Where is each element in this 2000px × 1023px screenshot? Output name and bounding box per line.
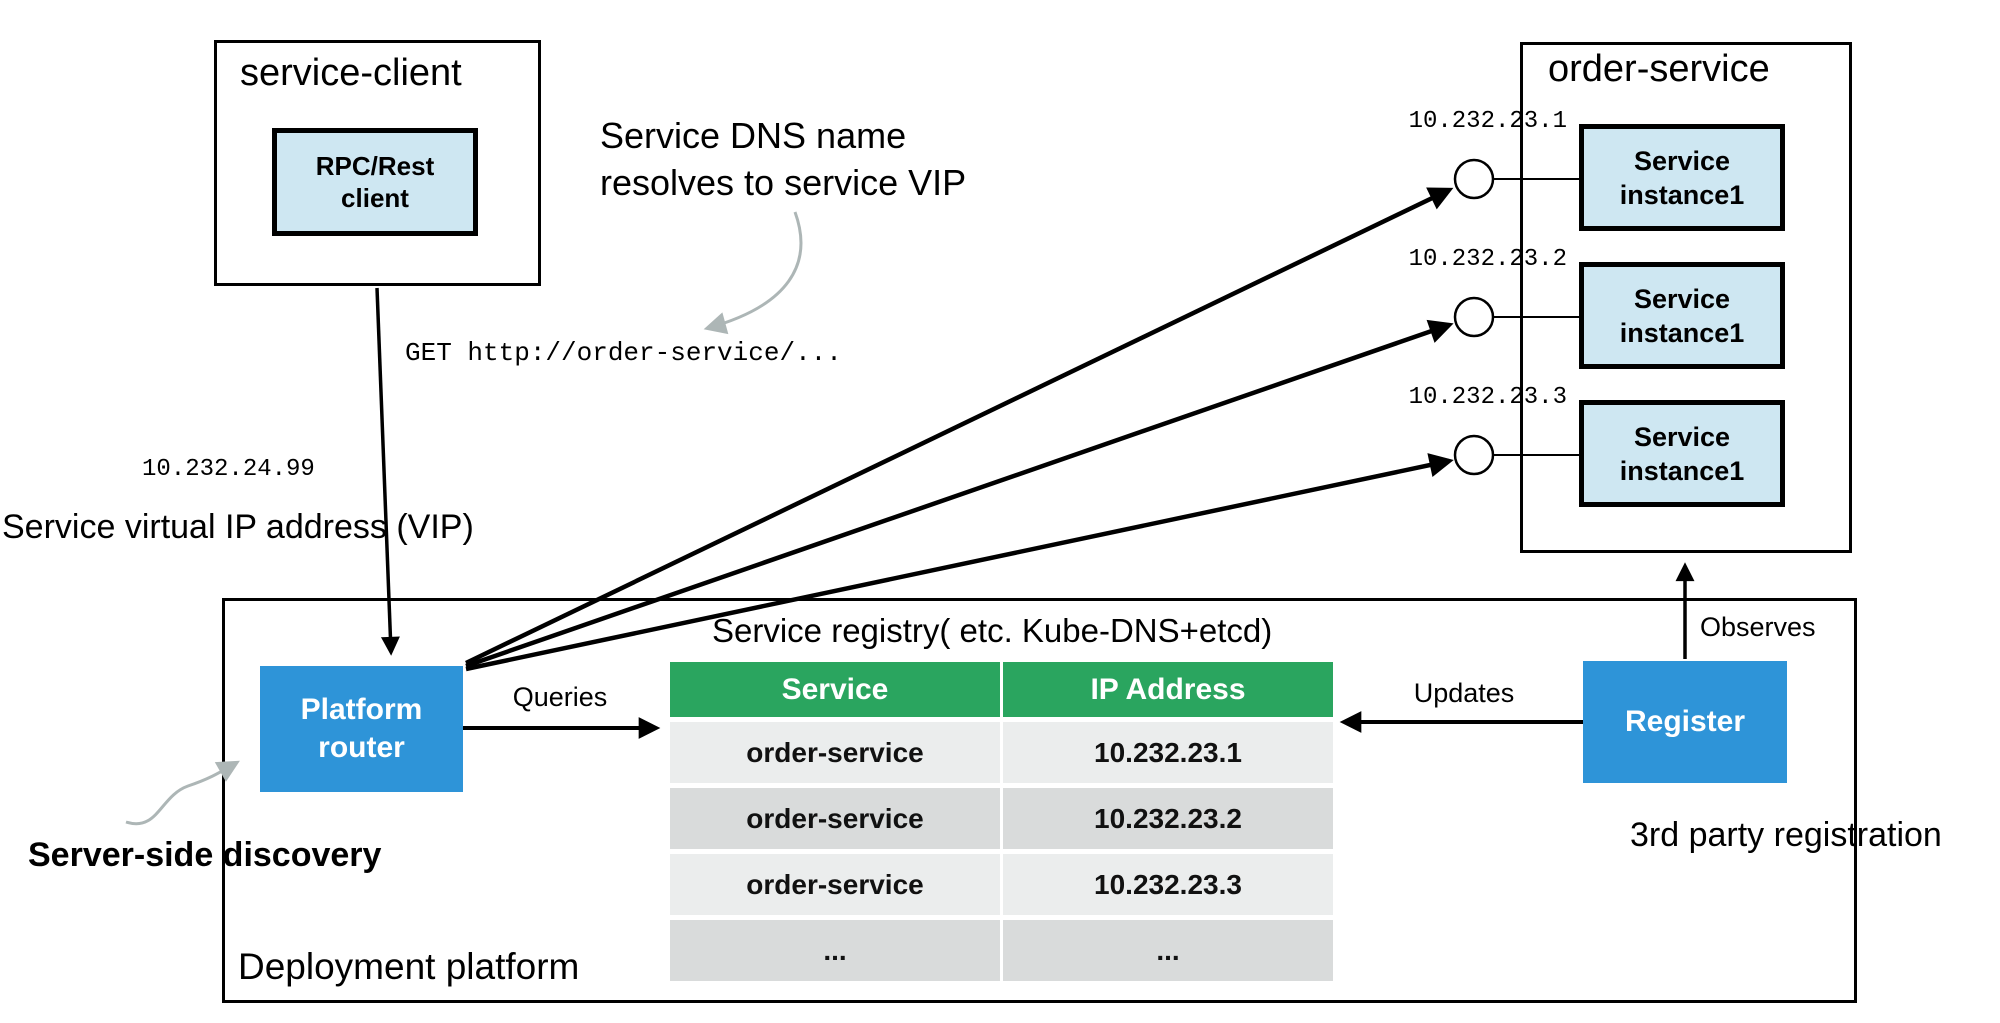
dns-note-line2: resolves to service VIP bbox=[600, 162, 967, 203]
service-instance-1-label-line2: instance1 bbox=[1619, 179, 1745, 210]
registry-column-header-service: Service bbox=[670, 662, 1000, 717]
service-registry-table: Service IP Address order-service 10.232.… bbox=[670, 662, 1333, 981]
vip-label: Service virtual IP address (VIP) bbox=[2, 508, 474, 546]
instance-endpoint-circle-3 bbox=[1453, 434, 1495, 476]
registry-cell-service: ... bbox=[670, 920, 1000, 981]
registry-cell-ip: ... bbox=[1003, 920, 1333, 981]
router-to-instance-1-arrow bbox=[465, 187, 1454, 666]
registry-cell-service: order-service bbox=[670, 854, 1000, 915]
registry-row-4: ... ... bbox=[670, 920, 1333, 981]
service-instance-1-label-line1: Service bbox=[1633, 145, 1731, 176]
dns-note: Service DNS name resolves to service VIP bbox=[600, 112, 966, 206]
discovery-pointer-curved-arrow bbox=[125, 760, 240, 826]
registry-row-1: order-service 10.232.23.1 bbox=[670, 722, 1333, 783]
service-instance-3-label-line1: Service bbox=[1633, 421, 1731, 452]
platform-router-label-line1: Platform bbox=[300, 693, 423, 726]
dns-note-line1: Service DNS name bbox=[600, 115, 907, 156]
vip-ip-text: 10.232.24.99 bbox=[142, 456, 315, 483]
queries-label: Queries bbox=[512, 682, 608, 712]
register-box: Register bbox=[1583, 661, 1787, 783]
instance-endpoint-circle-1 bbox=[1453, 158, 1495, 200]
service-client-label: service-client bbox=[240, 52, 462, 94]
observes-label: Observes bbox=[1700, 612, 1816, 642]
service-registry-title: Service registry( etc. Kube-DNS+etcd) bbox=[712, 612, 1273, 649]
register-label: Register bbox=[1624, 705, 1746, 738]
registry-column-header-ip: IP Address bbox=[1003, 662, 1333, 717]
server-side-discovery-label: Server-side discovery bbox=[28, 836, 382, 874]
registry-cell-service: order-service bbox=[670, 788, 1000, 849]
get-request-text: GET http://order-service/... bbox=[405, 338, 842, 368]
instance-ip-label-3: 10.232.23.3 bbox=[1408, 384, 1567, 411]
service-instance-box-1: Service instance1 bbox=[1579, 124, 1785, 231]
platform-router-label-line2: router bbox=[318, 731, 405, 764]
instance-ip-label-2: 10.232.23.2 bbox=[1408, 246, 1567, 273]
rpc-rest-client-box: RPC/Rest client bbox=[272, 128, 478, 236]
dns-resolve-curved-arrow bbox=[703, 211, 803, 335]
service-instance-3-label-line2: instance1 bbox=[1619, 455, 1745, 486]
third-party-registration-label: 3rd party registration bbox=[1630, 816, 1942, 854]
order-service-label: order-service bbox=[1548, 48, 1770, 90]
instance-endpoint-circle-2 bbox=[1453, 296, 1495, 338]
rpc-rest-client-label-line2: client bbox=[341, 183, 409, 213]
deployment-platform-label: Deployment platform bbox=[238, 946, 580, 987]
service-instance-box-2: Service instance1 bbox=[1579, 262, 1785, 369]
updates-label: Updates bbox=[1413, 678, 1515, 708]
registry-row-2: order-service 10.232.23.2 bbox=[670, 788, 1333, 849]
service-instance-box-3: Service instance1 bbox=[1579, 400, 1785, 507]
registry-cell-ip: 10.232.23.1 bbox=[1003, 722, 1333, 783]
service-instance-2-label-line2: instance1 bbox=[1619, 317, 1745, 348]
service-instance-2-label-line1: Service bbox=[1633, 283, 1731, 314]
registry-cell-service: order-service bbox=[670, 722, 1000, 783]
registry-cell-ip: 10.232.23.3 bbox=[1003, 854, 1333, 915]
instance-ip-label-1: 10.232.23.1 bbox=[1408, 108, 1567, 135]
registry-row-3: order-service 10.232.23.3 bbox=[670, 854, 1333, 915]
registry-header-row: Service IP Address bbox=[670, 662, 1333, 717]
platform-router-box: Platform router bbox=[260, 666, 463, 792]
rpc-rest-client-label-line1: RPC/Rest bbox=[315, 151, 435, 181]
registry-cell-ip: 10.232.23.2 bbox=[1003, 788, 1333, 849]
